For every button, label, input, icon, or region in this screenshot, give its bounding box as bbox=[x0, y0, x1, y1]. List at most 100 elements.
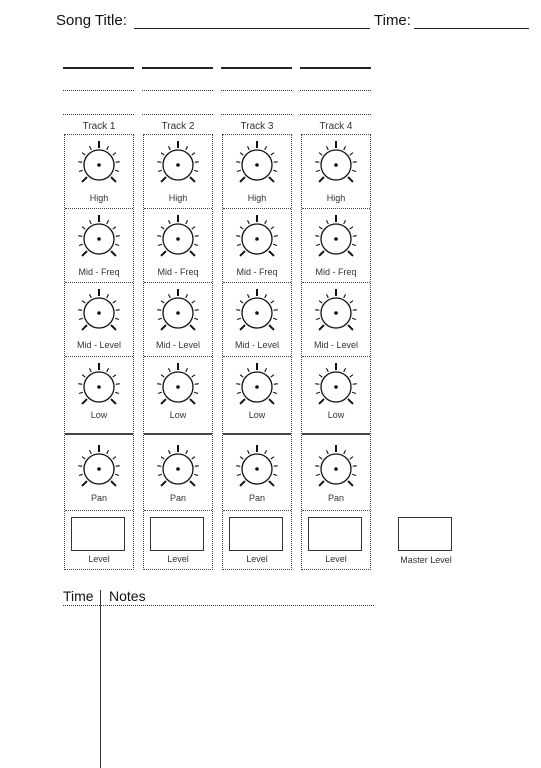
control-label: Mid - Level bbox=[313, 340, 358, 350]
track-name-line[interactable] bbox=[63, 90, 134, 91]
control-cell-mid-freq: Mid - Freq bbox=[65, 209, 133, 283]
track-name-line[interactable] bbox=[300, 67, 371, 69]
control-cell-low: Low bbox=[65, 357, 133, 435]
knob-icon[interactable] bbox=[150, 289, 206, 335]
control-label: Low bbox=[90, 410, 108, 420]
knob-icon[interactable] bbox=[308, 141, 364, 187]
control-cell-mid-freq: Mid - Freq bbox=[223, 209, 291, 283]
notes-notes-header: Notes bbox=[109, 588, 146, 604]
control-label: High bbox=[326, 193, 346, 203]
control-cell-high: High bbox=[223, 135, 291, 209]
knob-icon[interactable] bbox=[150, 445, 206, 491]
control-label: Mid - Level bbox=[234, 340, 279, 350]
control-label: Low bbox=[327, 410, 345, 420]
control-label: Mid - Freq bbox=[157, 267, 199, 277]
level-fader-box[interactable] bbox=[150, 517, 204, 551]
track-name-line[interactable] bbox=[142, 114, 213, 115]
control-cell-mid-freq: Mid - Freq bbox=[302, 209, 370, 283]
control-cell-level: Level bbox=[302, 511, 370, 569]
control-cell-low: Low bbox=[223, 357, 291, 435]
knob-icon[interactable] bbox=[308, 363, 364, 409]
knob-icon[interactable] bbox=[150, 215, 206, 261]
knob-icon[interactable] bbox=[150, 363, 206, 409]
level-fader-box[interactable] bbox=[229, 517, 283, 551]
knob-icon[interactable] bbox=[229, 141, 285, 187]
time-label: Time: bbox=[374, 12, 411, 29]
control-cell-low: Low bbox=[302, 357, 370, 435]
track-label: Track 3 bbox=[240, 121, 274, 132]
control-label: High bbox=[247, 193, 267, 203]
level-fader-box[interactable] bbox=[308, 517, 362, 551]
control-label: Level bbox=[167, 554, 189, 564]
track-name-line[interactable] bbox=[63, 67, 134, 69]
control-cell-level: Level bbox=[223, 511, 291, 569]
control-label: Low bbox=[248, 410, 266, 420]
master-level-box[interactable] bbox=[398, 517, 452, 551]
control-label: Low bbox=[169, 410, 187, 420]
track-label: Track 4 bbox=[319, 121, 353, 132]
control-label: Mid - Freq bbox=[236, 267, 278, 277]
control-label: Level bbox=[325, 554, 347, 564]
level-fader-box[interactable] bbox=[71, 517, 125, 551]
control-cell-level: Level bbox=[144, 511, 212, 569]
knob-icon[interactable] bbox=[71, 215, 127, 261]
song-title-field[interactable] bbox=[134, 28, 370, 29]
knob-icon[interactable] bbox=[229, 445, 285, 491]
control-label: Pan bbox=[248, 493, 265, 503]
notes-header-rule bbox=[63, 605, 374, 606]
knob-icon[interactable] bbox=[150, 141, 206, 187]
control-cell-mid-level: Mid - Level bbox=[65, 283, 133, 357]
track-name-line[interactable] bbox=[300, 114, 371, 115]
control-label: High bbox=[168, 193, 188, 203]
knob-icon[interactable] bbox=[308, 215, 364, 261]
control-cell-pan: Pan bbox=[302, 435, 370, 511]
knob-icon[interactable] bbox=[308, 445, 364, 491]
control-cell-pan: Pan bbox=[65, 435, 133, 511]
notes-divider-line bbox=[100, 590, 101, 768]
track-name-line[interactable] bbox=[142, 90, 213, 91]
knob-icon[interactable] bbox=[229, 215, 285, 261]
control-cell-mid-level: Mid - Level bbox=[302, 283, 370, 357]
control-label: Level bbox=[88, 554, 110, 564]
knob-icon[interactable] bbox=[71, 289, 127, 335]
control-cell-low: Low bbox=[144, 357, 212, 435]
control-cell-mid-freq: Mid - Freq bbox=[144, 209, 212, 283]
master-level-label: Master Level bbox=[400, 555, 452, 565]
control-cell-mid-level: Mid - Level bbox=[223, 283, 291, 357]
knob-icon[interactable] bbox=[229, 289, 285, 335]
song-title-label: Song Title: bbox=[56, 12, 127, 29]
control-label: Mid - Freq bbox=[78, 267, 120, 277]
time-field[interactable] bbox=[414, 28, 529, 29]
control-label: High bbox=[89, 193, 109, 203]
control-label: Mid - Freq bbox=[315, 267, 357, 277]
track-name-line[interactable] bbox=[300, 90, 371, 91]
control-label: Pan bbox=[90, 493, 107, 503]
knob-icon[interactable] bbox=[308, 289, 364, 335]
control-cell-high: High bbox=[144, 135, 212, 209]
control-cell-high: High bbox=[65, 135, 133, 209]
track-name-line[interactable] bbox=[142, 67, 213, 69]
control-cell-pan: Pan bbox=[223, 435, 291, 511]
track-name-line[interactable] bbox=[221, 114, 292, 115]
knob-icon[interactable] bbox=[71, 363, 127, 409]
control-label: Pan bbox=[327, 493, 344, 503]
knob-icon[interactable] bbox=[71, 445, 127, 491]
knob-icon[interactable] bbox=[229, 363, 285, 409]
control-label: Pan bbox=[169, 493, 186, 503]
knob-icon[interactable] bbox=[71, 141, 127, 187]
control-cell-level: Level bbox=[65, 511, 133, 569]
control-cell-high: High bbox=[302, 135, 370, 209]
control-label: Level bbox=[246, 554, 268, 564]
track-name-line[interactable] bbox=[63, 114, 134, 115]
control-cell-pan: Pan bbox=[144, 435, 212, 511]
track-name-line[interactable] bbox=[221, 67, 292, 69]
control-cell-mid-level: Mid - Level bbox=[144, 283, 212, 357]
track-label: Track 2 bbox=[161, 121, 195, 132]
track-label: Track 1 bbox=[82, 121, 116, 132]
control-label: Mid - Level bbox=[155, 340, 200, 350]
track-name-line[interactable] bbox=[221, 90, 292, 91]
